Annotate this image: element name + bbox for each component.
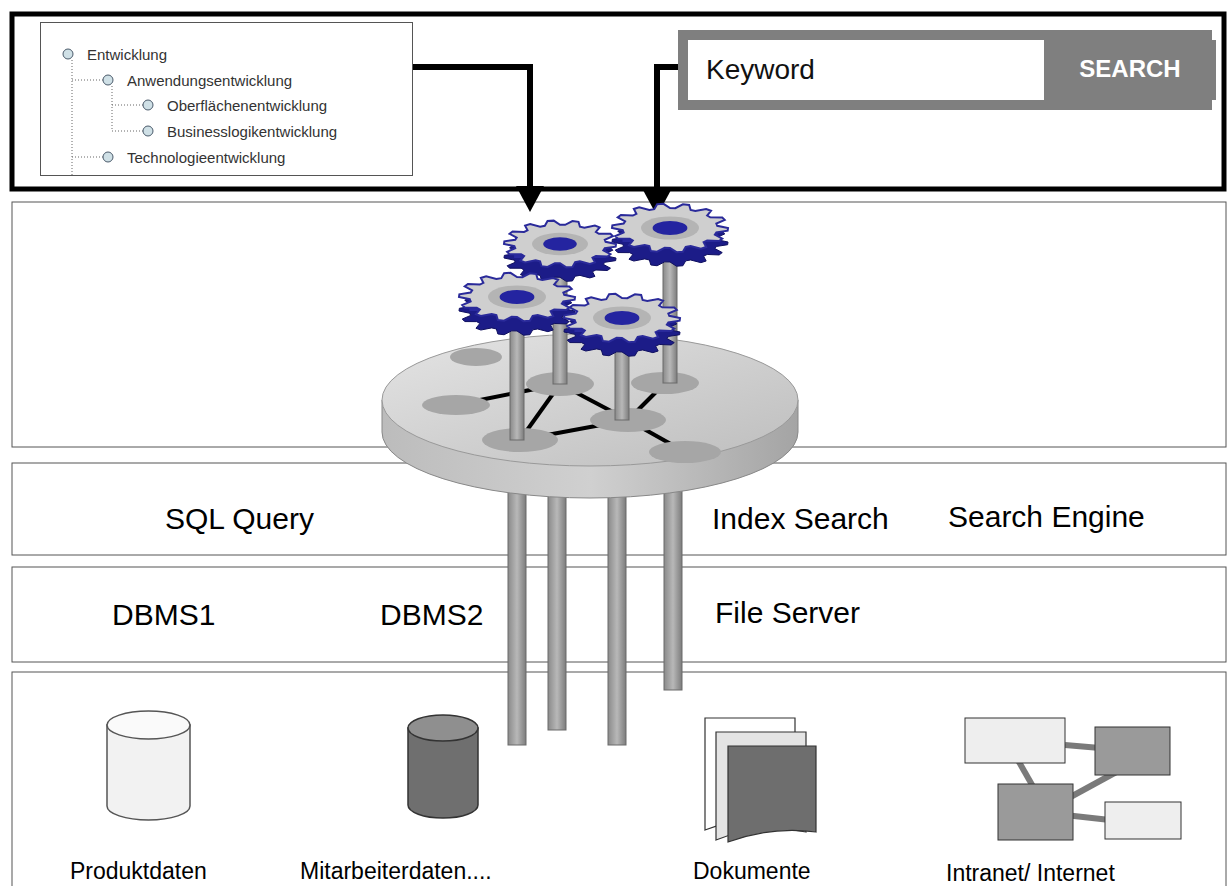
- source-label: Mitarbeiterdaten....: [300, 858, 492, 884]
- tree-box: EntwicklungAnwendungsentwicklungOberfläc…: [40, 22, 413, 176]
- request-arrows: [413, 67, 678, 216]
- layer-label: SQL Query: [165, 502, 314, 537]
- tree-box-fill: [40, 22, 413, 176]
- documents-icon: [705, 718, 816, 842]
- tree-item: Entwicklung: [87, 46, 167, 63]
- platform: [382, 334, 798, 498]
- tree-icons: [63, 49, 153, 162]
- source-layer: Produktdaten Mitarbeiterdaten.... Dokument…: [12, 672, 1226, 886]
- product-db-icon: [107, 711, 190, 820]
- top-band: [12, 14, 1224, 189]
- search-button: SEARCH: [1044, 40, 1216, 100]
- layer-label: Search Engine: [948, 500, 1145, 535]
- pillars: [508, 460, 682, 745]
- tree-item: Anwendungsentwicklung: [127, 72, 292, 89]
- gear: [564, 294, 680, 420]
- employee-db-icon: [408, 715, 478, 818]
- layer-label: File Server: [715, 596, 860, 631]
- gear: [459, 273, 575, 440]
- button-label: SEARCH: [1044, 55, 1216, 83]
- tree-item: Businesslogikentwicklung: [167, 123, 337, 140]
- source-label: Intranet/ Internet: [946, 860, 1115, 886]
- layer-label: DBMS1: [112, 598, 215, 633]
- source-label: Dokumente: [693, 858, 811, 884]
- tree-item: Oberflächenentwicklung: [167, 97, 327, 114]
- integration-band: [12, 202, 1226, 447]
- tree-item: Technologieentwicklung: [127, 149, 285, 166]
- network-icon: [965, 718, 1181, 840]
- layer-label: DBMS2: [380, 598, 483, 633]
- source-label: Produktdaten: [70, 858, 207, 884]
- search-input-text: Keyword: [706, 54, 815, 86]
- server-layer: DBMS1 DBMS2 File Server: [12, 567, 1226, 662]
- search-field: Keyword: [688, 40, 1044, 100]
- layer-label: Index Search: [712, 502, 889, 537]
- gears: [459, 204, 728, 440]
- query-layer: SQL Query Index Search Search Engine: [12, 463, 1226, 555]
